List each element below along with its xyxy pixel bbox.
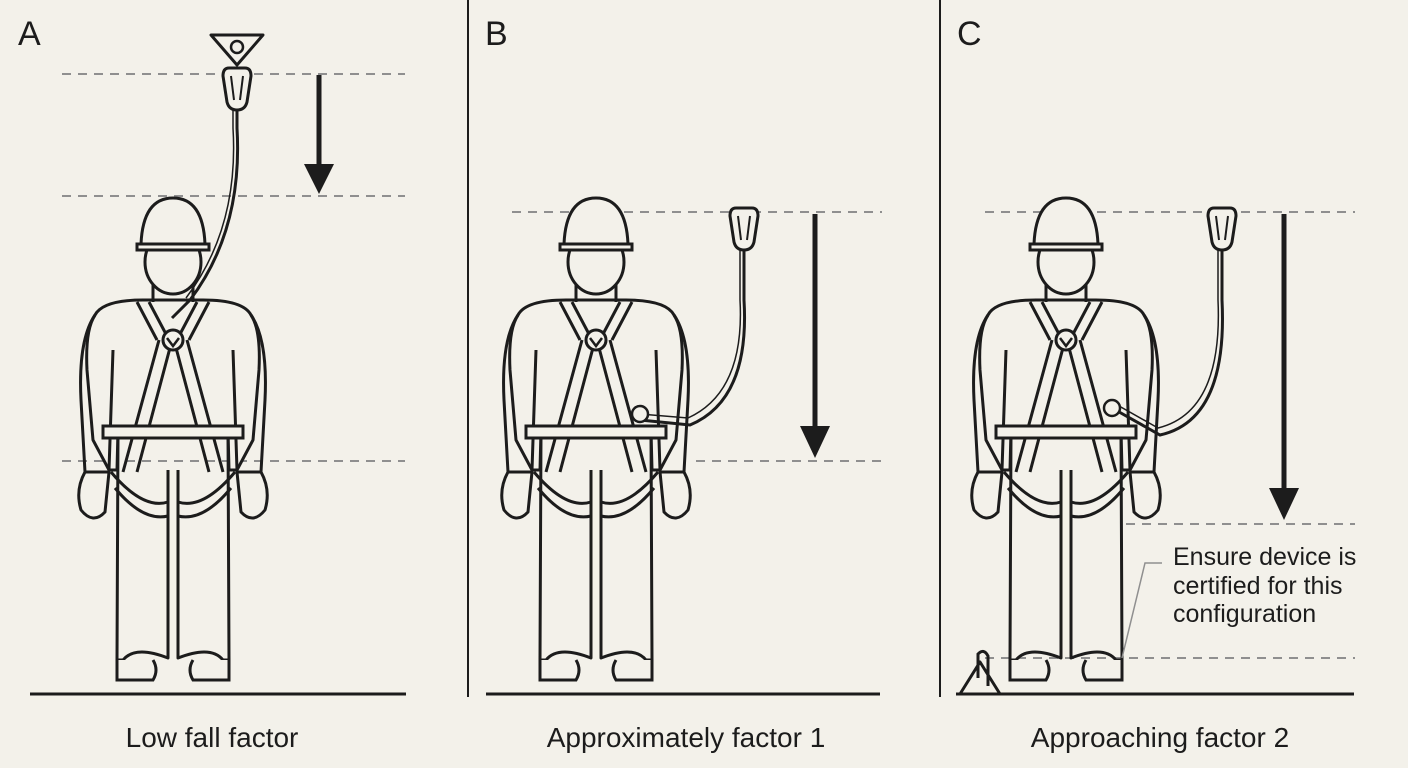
- lanyard: [639, 250, 747, 427]
- fall-arrow-icon: [800, 214, 830, 458]
- fall-arrow-icon: [304, 75, 334, 194]
- worker-figure: [77, 196, 269, 682]
- caption-a: Low fall factor: [125, 722, 299, 753]
- callout-leader: [1121, 562, 1162, 659]
- note-line: configuration: [1173, 600, 1317, 628]
- note-line: certified for this: [1173, 571, 1343, 600]
- caption-b: Approximately factor 1: [546, 722, 826, 753]
- note-line: Ensure device is: [1173, 543, 1357, 571]
- carabiner-icon: [1206, 206, 1238, 252]
- carabiner-icon: [728, 206, 760, 252]
- lanyard: [1111, 250, 1224, 437]
- caption-c: Approaching factor 2: [1030, 722, 1290, 753]
- carabiner-icon: [221, 66, 253, 112]
- panel-b: [486, 196, 884, 696]
- fall-arrow-icon: [1269, 214, 1299, 520]
- certification-note: Ensure device is certified for this conf…: [1173, 543, 1393, 629]
- lanyard: [170, 110, 240, 320]
- anchor-icon: [958, 660, 1002, 696]
- panel-a: [30, 33, 406, 696]
- worker-figure: [970, 196, 1162, 682]
- panel-letter-b: B: [485, 15, 508, 53]
- panel-c: [956, 196, 1355, 696]
- panel-letter-c: C: [957, 15, 982, 53]
- worker-figure: [500, 196, 692, 682]
- panel-letter-a: A: [18, 15, 41, 53]
